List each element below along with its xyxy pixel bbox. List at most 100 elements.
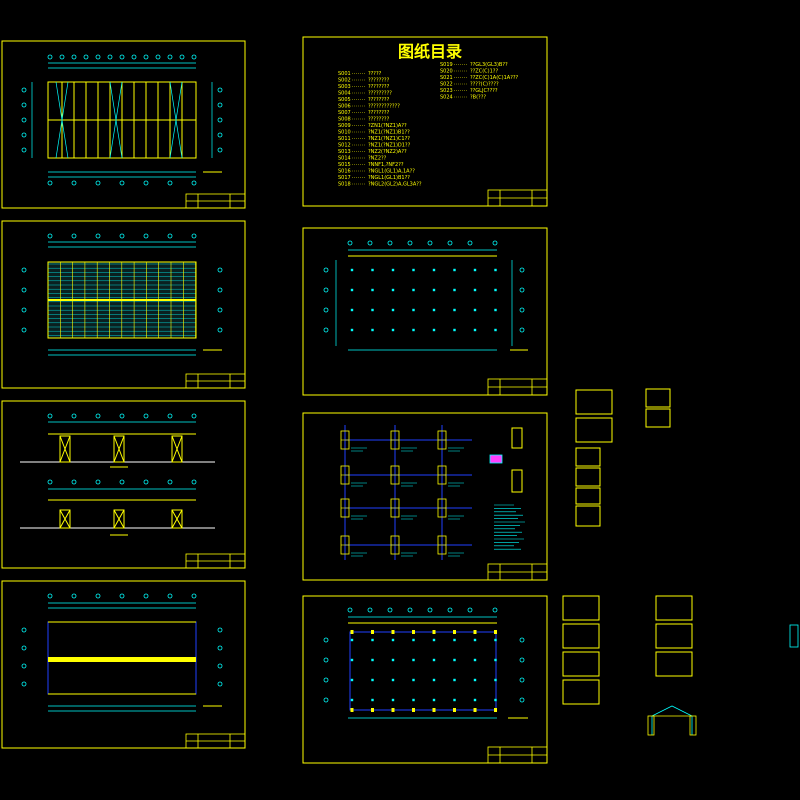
anchor-point — [412, 308, 415, 312]
anchor-point — [432, 268, 436, 272]
anchor-point — [350, 308, 354, 312]
anchor-points — [350, 268, 497, 332]
thumb-4[interactable] — [645, 408, 671, 428]
index-code: S023 — [440, 88, 453, 94]
sheet-beam-plan[interactable] — [1, 580, 246, 749]
axis-bubbles-left — [21, 627, 27, 687]
thumb-1[interactable] — [575, 389, 613, 415]
sheet-column-base-details[interactable] — [302, 412, 548, 581]
thumb-15[interactable] — [655, 651, 693, 677]
footing-point — [371, 678, 374, 682]
thumb-11[interactable] — [562, 651, 600, 677]
thumb-10[interactable] — [562, 623, 600, 649]
axis-bubbles-top — [47, 233, 197, 239]
thumb-12[interactable] — [562, 679, 600, 705]
anchor-point — [494, 308, 497, 312]
title-block — [185, 193, 246, 209]
portal-frame-detail[interactable] — [647, 705, 697, 736]
footing-point — [350, 638, 354, 642]
title-block — [185, 553, 246, 569]
index-code: S009 — [338, 123, 351, 129]
anchor-point — [371, 308, 374, 312]
thumb-3[interactable] — [645, 388, 671, 408]
sheet-roof-purlin-plan[interactable] — [1, 220, 246, 389]
index-code: S002 — [338, 78, 351, 84]
index-name: ??ZC(C)1?? — [470, 69, 498, 75]
title-block — [185, 373, 246, 389]
anchor-point — [432, 328, 436, 332]
edge-footing — [432, 630, 436, 634]
index-name: ?NZ2(?NZ2)A?? — [368, 149, 407, 155]
pink-detail — [489, 454, 503, 464]
axis-bubbles-left — [21, 267, 27, 333]
edge-footing — [453, 708, 456, 712]
elevation-1-bays — [59, 435, 183, 463]
anchor-point — [473, 268, 477, 272]
index-name: ???????????? — [368, 104, 400, 110]
footing-point — [432, 698, 436, 702]
index-code: S022 — [440, 82, 453, 88]
index-name: ???????? — [368, 110, 390, 116]
sheet-drawing-index[interactable]: 图纸目录 S001?????S002????????S003????????S0… — [302, 36, 548, 207]
footing-point — [412, 698, 415, 702]
index-code: S014 — [338, 156, 351, 162]
anchor-point — [350, 288, 354, 292]
index-name: ?NGL1(GL1)A,1A?? — [368, 169, 415, 175]
footing-point — [453, 638, 456, 642]
sheet-anchor-plan[interactable] — [302, 227, 548, 396]
index-code: S020 — [440, 69, 453, 75]
anchor-point — [453, 288, 456, 292]
anchor-point — [371, 288, 374, 292]
edge-footing — [412, 630, 415, 634]
base-detail-blocks — [340, 430, 464, 557]
footing-point — [494, 658, 497, 662]
anchor-point — [453, 308, 456, 312]
thumb-6[interactable] — [575, 467, 601, 487]
thumb-13[interactable] — [655, 595, 693, 621]
axis-bubbles-right — [519, 267, 525, 333]
footing-point — [391, 698, 395, 702]
axis-bubbles-left — [323, 267, 329, 333]
index-name: ????(C)???? — [470, 82, 499, 88]
anchor-point — [412, 288, 415, 292]
footing-point — [432, 638, 436, 642]
footing-point — [494, 638, 497, 642]
sheet-column-plan[interactable] — [1, 40, 246, 209]
edge-footing — [350, 708, 354, 712]
thumb-8[interactable] — [575, 505, 601, 527]
thumb-5[interactable] — [575, 447, 601, 467]
edge-footing — [371, 708, 374, 712]
thumb-14[interactable] — [655, 623, 693, 649]
index-name: ????? — [368, 71, 382, 77]
thumbnail-details[interactable] — [562, 388, 799, 736]
footing-point — [473, 638, 477, 642]
index-name: ?NGL2(GL2)A,GL3A?? — [368, 182, 422, 188]
footing-point — [391, 678, 395, 682]
thumb-edge[interactable] — [789, 624, 799, 648]
footing-point — [453, 698, 456, 702]
index-code: S012 — [338, 143, 351, 149]
footing-point — [453, 678, 456, 682]
axis-bubbles-top — [347, 240, 498, 246]
index-name: ???????? — [368, 78, 390, 84]
index-code: S010 — [338, 130, 351, 136]
index-code: S019 — [440, 62, 453, 68]
thumb-7[interactable] — [575, 487, 601, 505]
title-block — [487, 563, 548, 581]
anchor-point — [494, 328, 497, 332]
footing-point — [453, 658, 456, 662]
footing-point — [473, 678, 477, 682]
anchor-point — [432, 288, 436, 292]
index-name: ?NZ1(?NZ1)B1?? — [368, 130, 410, 136]
thumb-9[interactable] — [562, 595, 600, 621]
anchor-point — [371, 328, 374, 332]
sheet-foundation-plan[interactable] — [302, 595, 548, 764]
anchor-point — [391, 328, 395, 332]
anchor-point — [494, 288, 497, 292]
index-list-right: S019??GL3(GL3)B??S020??ZC(C)1??S021??ZC(… — [440, 62, 519, 101]
axis-bubbles-elev-2 — [47, 479, 197, 485]
footing-point — [350, 658, 354, 662]
index-name: ???????? — [368, 97, 390, 103]
sheet-elevations[interactable] — [1, 400, 246, 569]
thumb-2[interactable] — [575, 417, 613, 443]
